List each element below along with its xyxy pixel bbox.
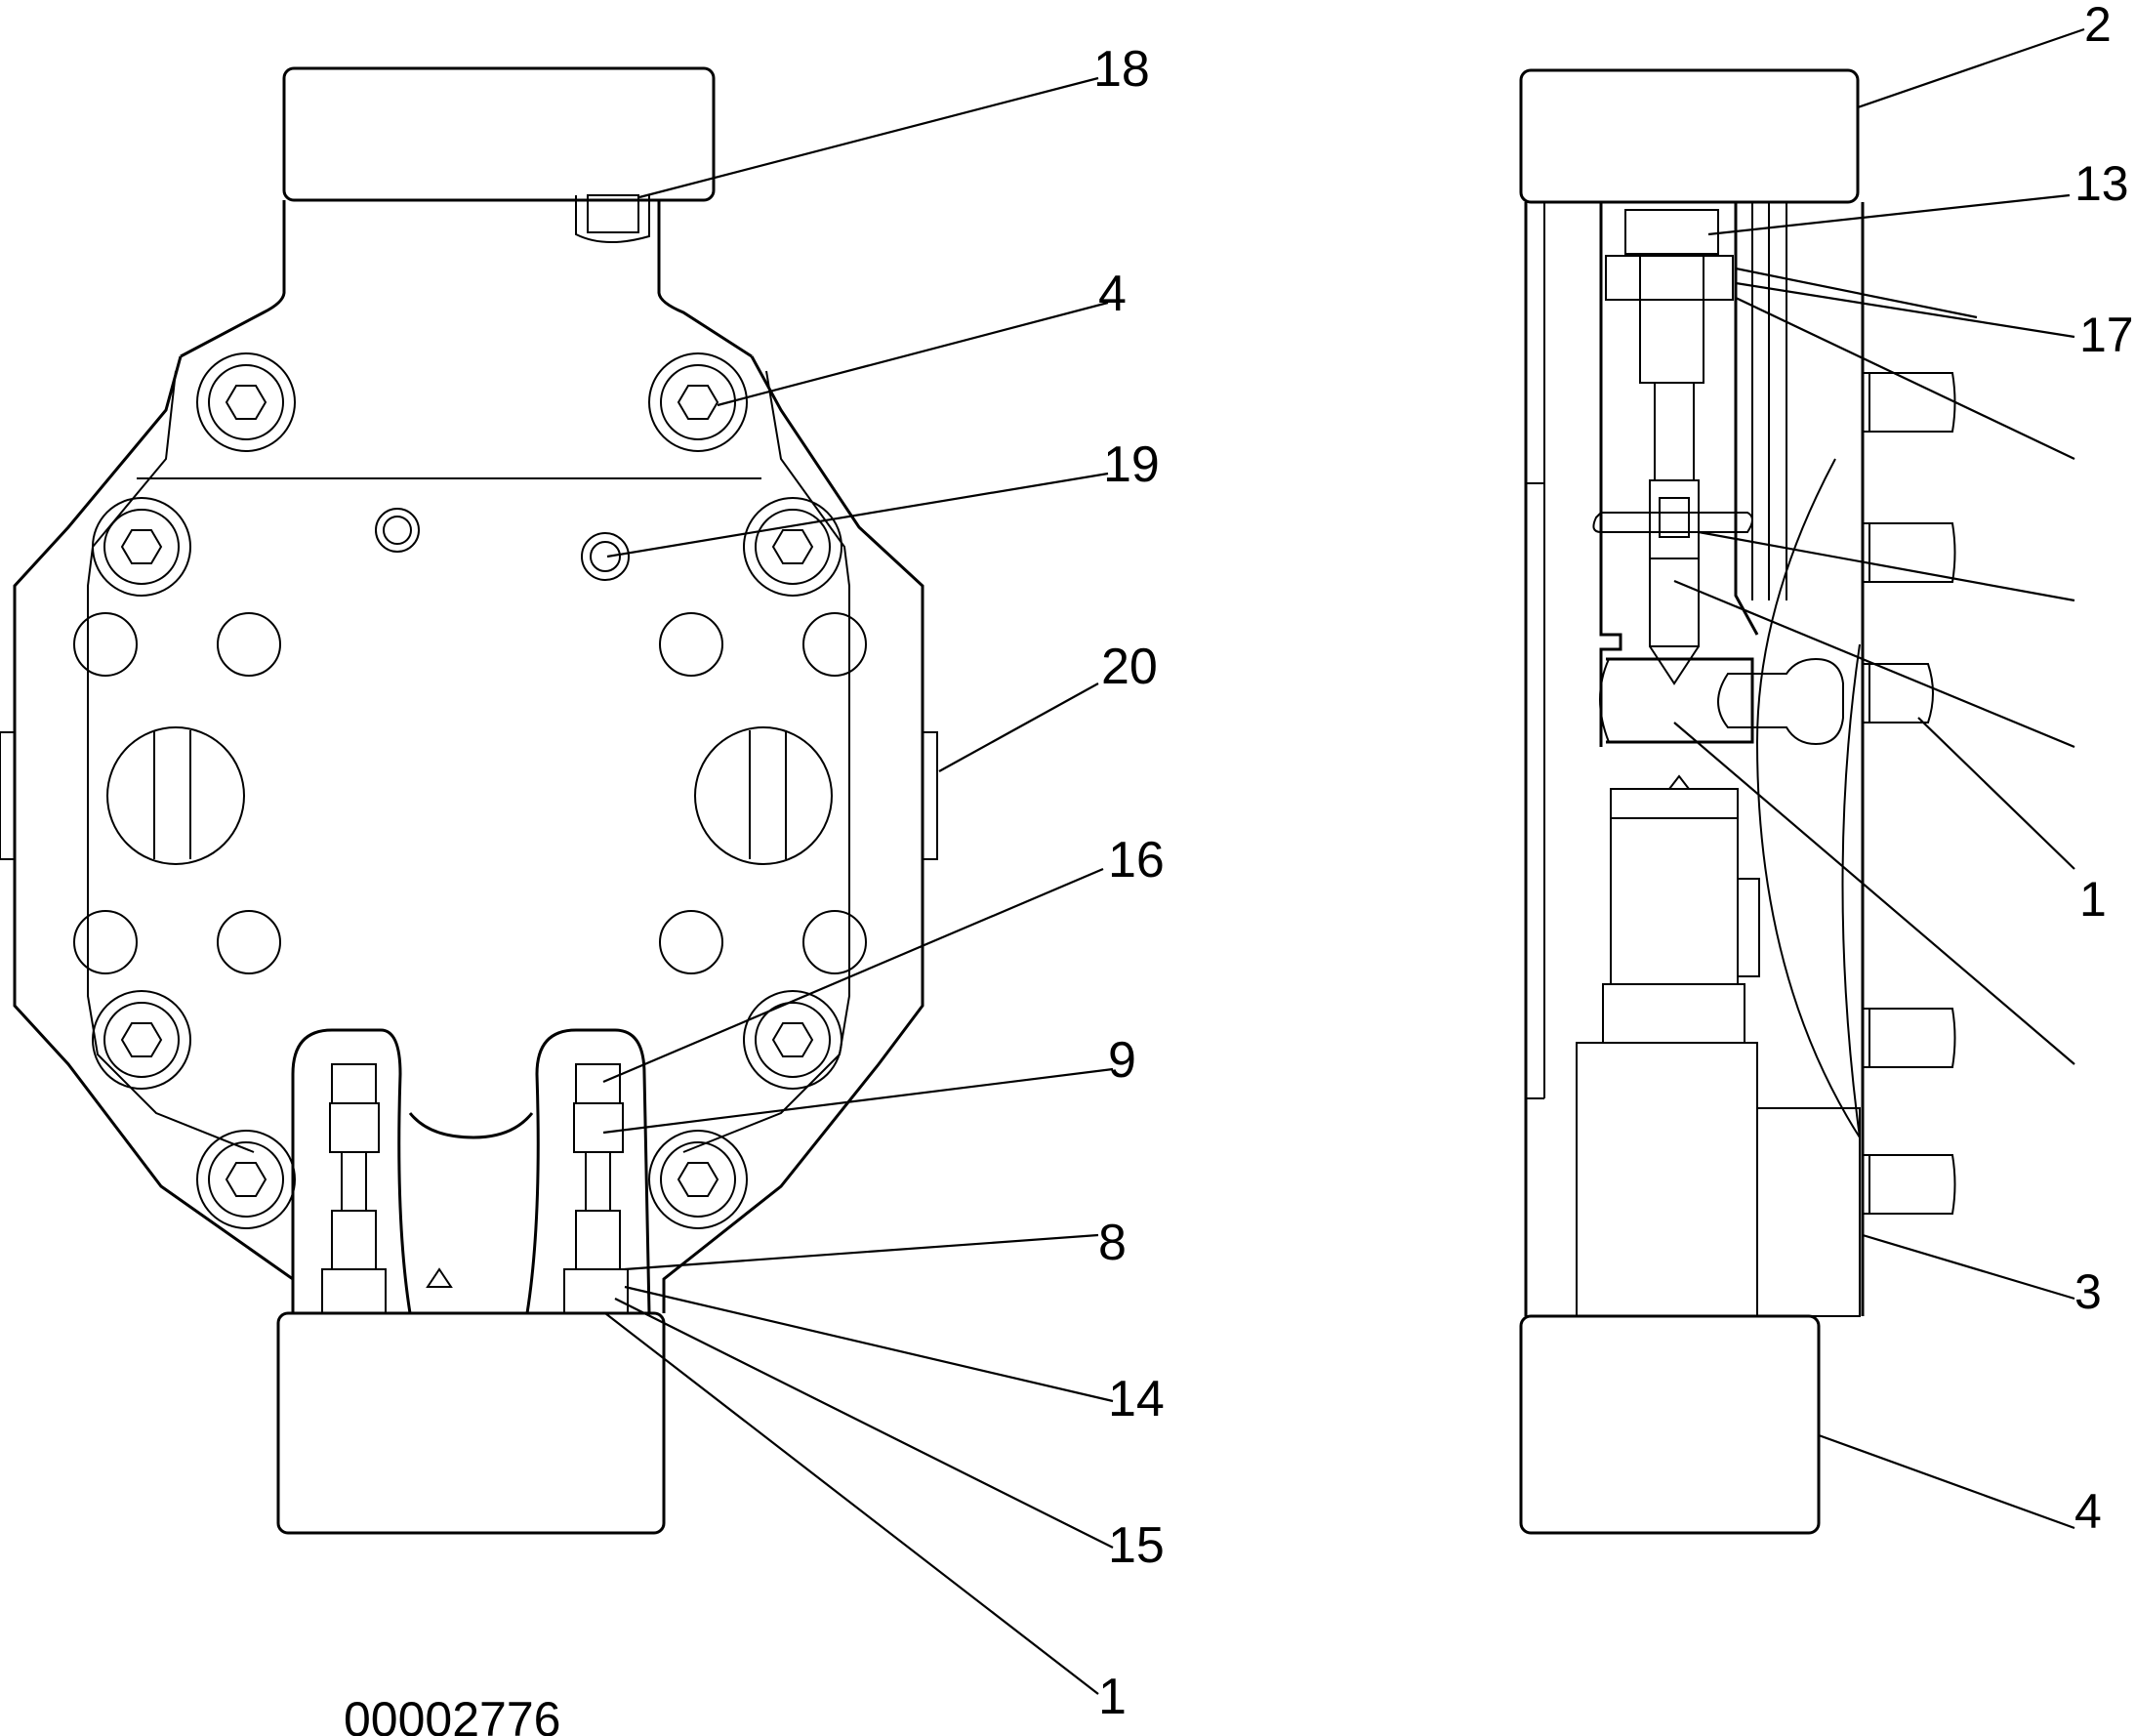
bolt-top-left	[196, 352, 296, 452]
right-view-leaders	[1673, 27, 2085, 1530]
callout-14: 14	[1108, 1371, 1165, 1427]
callout-18: 18	[1093, 41, 1150, 98]
stud-2	[1863, 522, 1956, 583]
cartridge-right	[563, 1063, 629, 1314]
callout-right-1: 1	[2079, 872, 2107, 927]
callout-9: 9	[1108, 1032, 1136, 1089]
callout-8: 8	[1098, 1215, 1127, 1271]
right-view-callouts: 2 13 17 1 3 4	[2074, 0, 2134, 1539]
stud-1	[1863, 372, 1956, 433]
cartridge-left	[321, 1063, 387, 1314]
callout-3: 3	[2074, 1264, 2102, 1319]
large-port-right	[694, 726, 833, 865]
callout-2: 2	[2084, 0, 2112, 52]
left-view-leaders	[602, 76, 1114, 1695]
stud-5	[1863, 1154, 1956, 1215]
small-holes	[73, 508, 867, 974]
left-view-callouts: 18 4 19 20 16 9 8 14 15 1	[1093, 41, 1165, 1725]
left-view	[0, 66, 938, 1535]
bolt-mid-left-upper	[92, 497, 191, 597]
callout-right-4: 4	[2074, 1484, 2102, 1539]
callout-19: 19	[1103, 436, 1160, 493]
right-view	[1519, 68, 1956, 1535]
callout-17: 17	[2079, 308, 2134, 362]
drawing-number: 00002776	[344, 1692, 560, 1736]
callout-13: 13	[2074, 156, 2129, 211]
callout-1: 1	[1098, 1669, 1127, 1725]
callout-20: 20	[1101, 639, 1158, 695]
callout-15: 15	[1108, 1517, 1165, 1574]
bolt-mid-right-lower	[743, 990, 842, 1090]
stud-4	[1863, 1008, 1956, 1068]
callout-16: 16	[1108, 832, 1165, 889]
bolt-bottom-right	[648, 1130, 748, 1229]
callout-4: 4	[1098, 266, 1127, 322]
bolt-bottom-left	[196, 1130, 296, 1229]
stud-3	[1863, 663, 1934, 723]
large-port-left	[106, 726, 245, 865]
bolt-mid-left-lower	[92, 990, 191, 1090]
bolt-top-right	[648, 352, 748, 452]
bolt-mid-right-upper	[743, 497, 842, 597]
